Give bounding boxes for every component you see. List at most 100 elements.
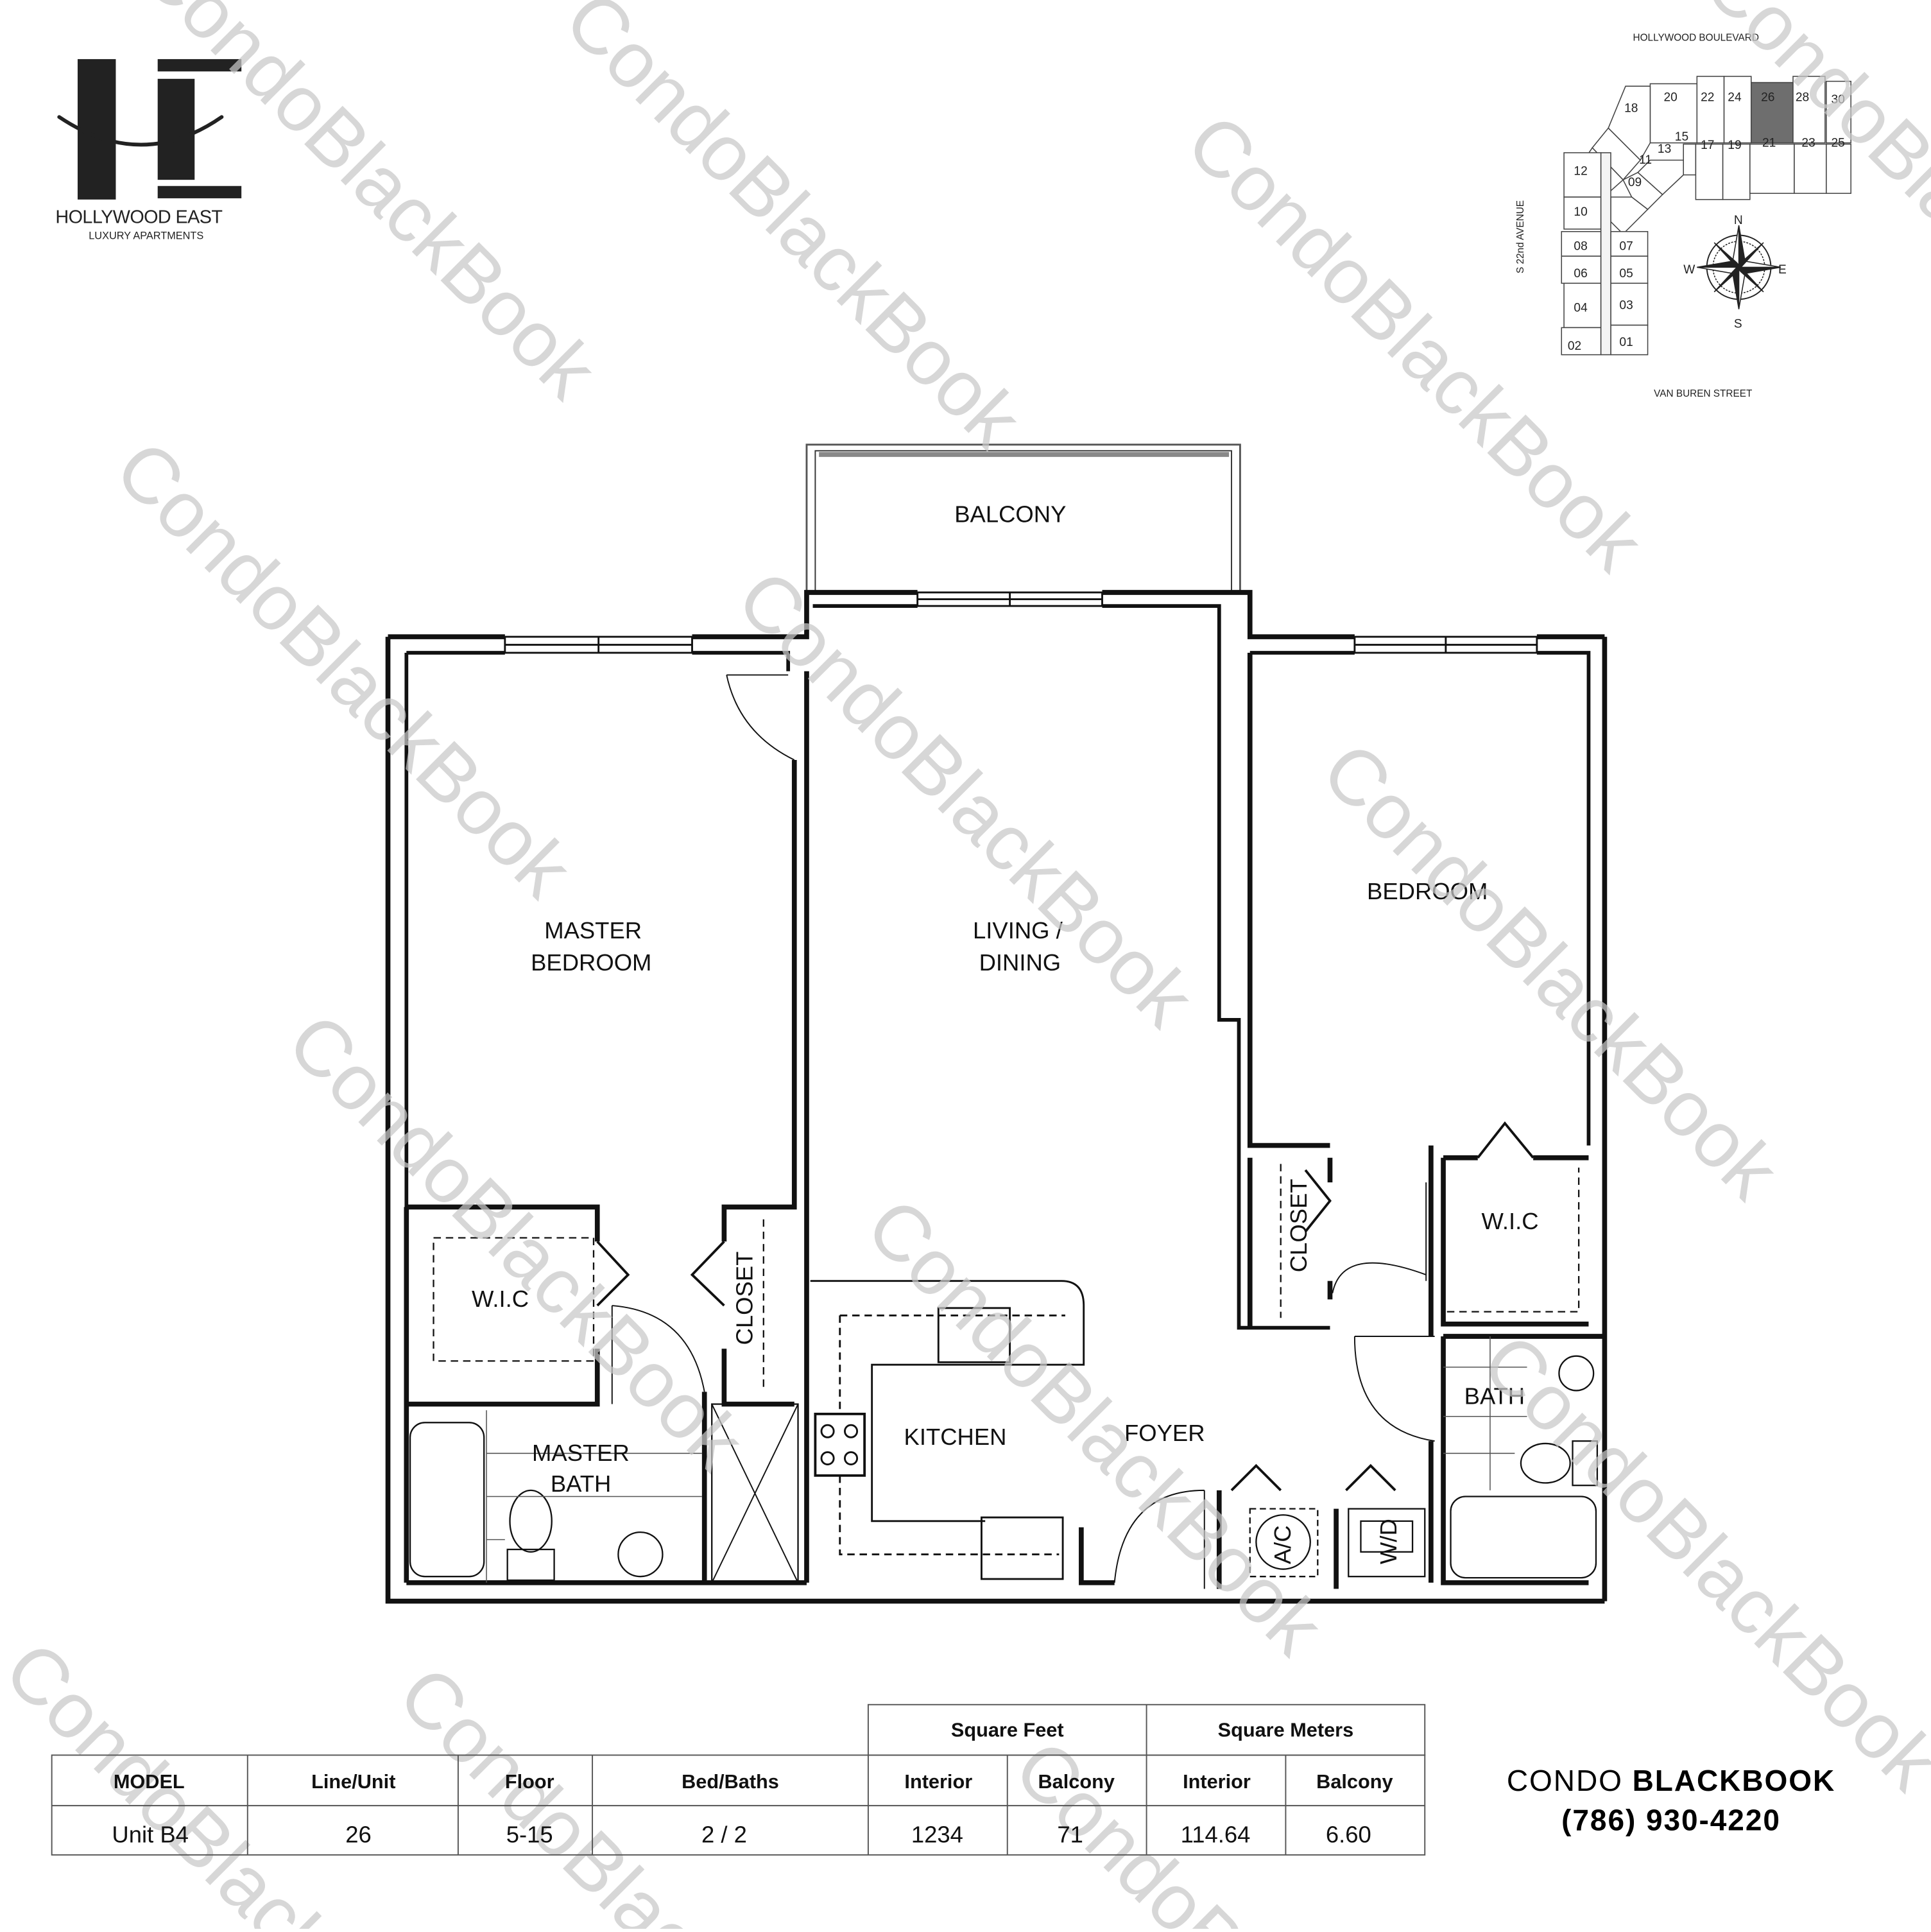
room-label-wd: W/D: [1375, 1519, 1402, 1564]
unit-23[interactable]: [1794, 143, 1827, 194]
cell-line-unit: 26: [345, 1822, 372, 1848]
site-key-plan: HOLLYWOOD BOULEVARD VAN BUREN STREET S 2…: [1515, 32, 1851, 399]
unit-15[interactable]: [1683, 143, 1697, 176]
unit-02[interactable]: [1561, 327, 1602, 356]
header-floor: Floor: [505, 1770, 554, 1793]
unit-17[interactable]: [1695, 143, 1724, 200]
entry-door[interactable]: [1113, 1489, 1205, 1589]
cell-bed-baths: 2 / 2: [701, 1822, 747, 1848]
svg-text:CondoBlackBook: CondoBlackBook: [1305, 726, 1795, 1216]
cell-sqft-balcony: 71: [1057, 1822, 1083, 1848]
cell-sqft-interior: 1234: [911, 1822, 963, 1848]
room-label-bath: BATH: [1464, 1383, 1525, 1410]
cell-floor: 5-15: [506, 1822, 553, 1848]
compass-rose-icon: N S E W: [1683, 214, 1787, 331]
brand-phone[interactable]: (786) 930-4220: [1561, 1803, 1781, 1836]
hollywood-east-logo: HOLLYWOOD EAST LUXURY APARTMENTS: [55, 59, 242, 241]
bedroom-door[interactable]: [1332, 1182, 1427, 1294]
bathtub-icon: [409, 1422, 485, 1578]
svg-text:07: 07: [1619, 240, 1633, 254]
svg-text:25: 25: [1831, 136, 1844, 150]
balcony: BALCONY: [805, 444, 1241, 594]
unit-10[interactable]: [1563, 196, 1602, 230]
header-line-unit: Line/Unit: [311, 1770, 395, 1793]
unit-25[interactable]: [1826, 143, 1851, 194]
room-label-bedroom: BEDROOM: [1367, 878, 1488, 904]
bath-sink-icon: [1558, 1355, 1595, 1392]
compass-w: W: [1683, 263, 1695, 277]
bath-tub-icon: [1450, 1496, 1597, 1579]
compass-n: N: [1734, 214, 1743, 227]
unit-01[interactable]: [1610, 324, 1649, 356]
unit-11[interactable]: [1622, 171, 1663, 211]
svg-text:10: 10: [1574, 205, 1587, 219]
utility-closets: [1249, 1508, 1426, 1578]
svg-text:22: 22: [1701, 91, 1714, 104]
toilet-icon: [509, 1489, 553, 1553]
cooktop-icon: [814, 1412, 866, 1477]
bath-door[interactable]: [1353, 1336, 1435, 1442]
cell-model: Unit B4: [112, 1822, 189, 1848]
header-sqft-balcony: Balcony: [1038, 1770, 1115, 1793]
logo-name: HOLLYWOOD EAST: [55, 207, 222, 227]
refrigerator-icon: [981, 1516, 1064, 1580]
street-north-label: HOLLYWOOD BOULEVARD: [1633, 32, 1759, 43]
unit-22[interactable]: [1696, 76, 1725, 144]
header-sqm-interior: Interior: [1183, 1770, 1251, 1793]
header-sqm-balcony: Balcony: [1316, 1770, 1393, 1793]
svg-text:19: 19: [1728, 139, 1741, 152]
cell-sqm-balcony: 6.60: [1326, 1822, 1371, 1848]
closet-bifold-doors[interactable]: [596, 1240, 725, 1307]
unit-21[interactable]: [1749, 143, 1795, 194]
room-label-kitchen: KITCHEN: [904, 1424, 1007, 1450]
svg-text:15: 15: [1675, 130, 1688, 144]
svg-text:04: 04: [1574, 301, 1588, 315]
master-bath-fixtures: [409, 1403, 799, 1583]
closet-shelves: [433, 1164, 1580, 1392]
sink-icon: [617, 1531, 664, 1578]
header-sqft-interior: Interior: [904, 1770, 972, 1793]
svg-text:09: 09: [1628, 176, 1642, 189]
svg-text:CondoBlackBook: CondoBlackBook: [99, 424, 588, 914]
unit-30[interactable]: [1826, 80, 1851, 144]
svg-text:CondoBlackBook: CondoBlackBook: [548, 0, 1038, 465]
svg-text:28: 28: [1796, 91, 1809, 104]
unit-24[interactable]: [1723, 76, 1752, 144]
room-label-wic-master: W.I.C: [472, 1286, 529, 1312]
unit-floor-plan: BALCONY: [385, 444, 1608, 1604]
unit-13[interactable]: [1637, 159, 1684, 196]
svg-text:12: 12: [1574, 164, 1587, 178]
logo-arc-icon: [57, 115, 224, 147]
unit-19[interactable]: [1722, 143, 1751, 200]
header-square-meters: Square Meters: [1218, 1719, 1353, 1741]
bath-toilet-icon: [1520, 1442, 1571, 1484]
svg-text:CondoBlackBook: CondoBlackBook: [271, 997, 760, 1487]
doors: [596, 674, 1534, 1589]
room-label-closet-master: CLOSET: [732, 1252, 758, 1345]
unit-12[interactable]: [1563, 152, 1602, 198]
room-label-ac: A/C: [1269, 1525, 1296, 1564]
room-label-closet-bedroom: CLOSET: [1285, 1178, 1312, 1272]
room-labels: MASTER BEDROOM LIVING / DINING BEDROOM W…: [472, 878, 1539, 1564]
room-label-master-bath: MASTER: [532, 1440, 630, 1466]
master-bedroom-door[interactable]: [726, 674, 795, 761]
svg-text:CondoBlackBook: CondoBlackBook: [0, 1625, 477, 1929]
svg-text:08: 08: [1574, 240, 1587, 254]
svg-text:13: 13: [1658, 142, 1671, 156]
svg-text:CondoBlackBook: CondoBlackBook: [1687, 0, 1931, 427]
brand-name: CONDO BLACKBOOK: [1507, 1764, 1835, 1797]
room-label-master-bath-2: BATH: [551, 1471, 611, 1497]
cell-sqm-interior: 114.64: [1181, 1822, 1251, 1848]
unit-28[interactable]: [1792, 76, 1826, 144]
master-bath-door[interactable]: [611, 1305, 705, 1404]
svg-text:23: 23: [1801, 136, 1815, 150]
svg-text:17: 17: [1701, 139, 1714, 152]
unit-08[interactable]: [1561, 230, 1602, 257]
unit-26-highlighted[interactable]: [1750, 82, 1794, 144]
unit-18[interactable]: [1608, 85, 1651, 161]
room-label-balcony: BALCONY: [954, 501, 1066, 528]
svg-text:11: 11: [1639, 153, 1652, 167]
svg-text:20: 20: [1664, 91, 1678, 104]
condo-blackbook-brand: CONDO BLACKBOOK (786) 930-4220: [1507, 1764, 1835, 1836]
room-label-living: LIVING /: [973, 917, 1063, 944]
